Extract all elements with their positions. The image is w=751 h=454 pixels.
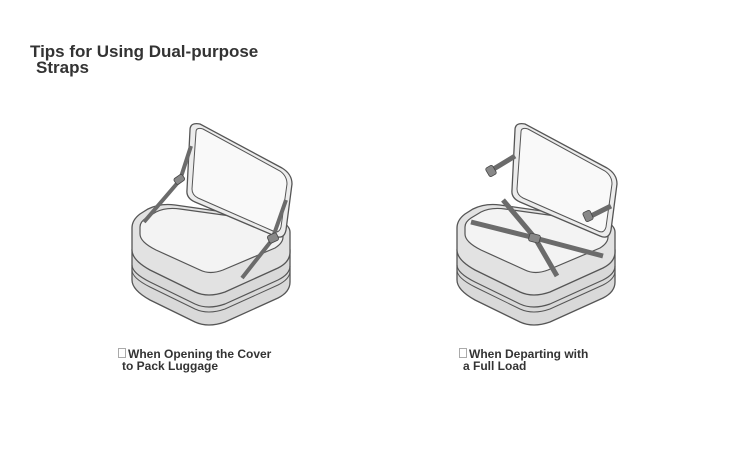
strap-left	[142, 145, 193, 224]
strap-stub-right	[582, 203, 613, 222]
title-line-1: Tips for Using Dual-purpose	[30, 42, 259, 61]
suitcase-lid	[186, 122, 293, 238]
strap-stub-left	[485, 153, 517, 177]
caption-line-1: When Opening the Cover	[128, 347, 272, 361]
page-title: Tips for Using Dual-purpose Straps	[30, 42, 310, 77]
title-line-2: Straps	[36, 58, 89, 77]
strap-crossed	[470, 198, 604, 278]
open-suitcase-icon	[131, 122, 293, 326]
strap-right	[240, 199, 288, 280]
packed-suitcase-icon	[456, 122, 618, 326]
suitcase-lid	[511, 122, 618, 238]
caption-line-2: to Pack Luggage	[122, 359, 219, 373]
caption-line-2: a Full Load	[463, 359, 527, 373]
caption-open-cover: When Opening the Cover to Pack Luggage	[118, 348, 318, 372]
caption-full-load: When Departing with a Full Load	[459, 348, 639, 372]
caption-line-1: When Departing with	[469, 347, 589, 361]
placeholder-glyph-icon	[118, 348, 126, 358]
placeholder-glyph-icon	[459, 348, 467, 358]
